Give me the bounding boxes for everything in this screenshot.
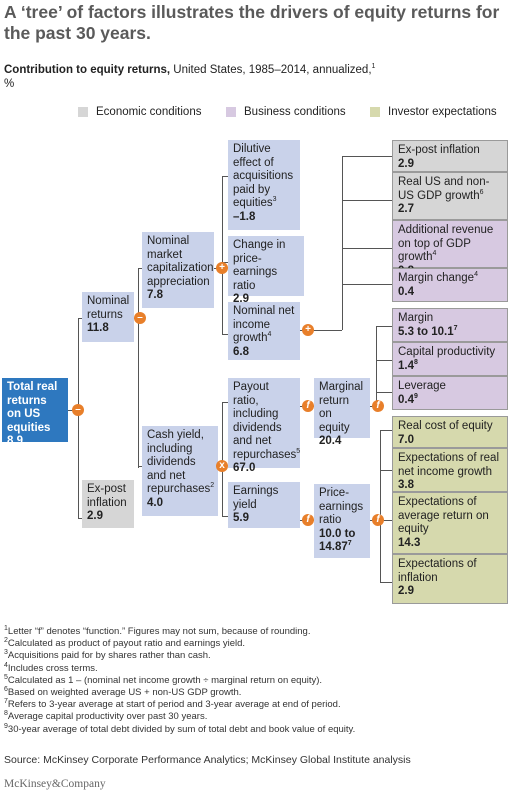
brand-logo: McKinsey&Company — [4, 778, 106, 790]
node-payout-ratio: Payout ratio, including dividends and ne… — [228, 378, 300, 474]
node-nominal-market-cap: Nominal market capitalization appreciati… — [142, 232, 214, 308]
legend-swatch-economic — [78, 107, 88, 117]
legend-swatch-business — [226, 107, 236, 117]
legend-swatch-investor — [370, 107, 380, 117]
footnote: 2Calculated as product of payout ratio a… — [4, 637, 246, 650]
function-operator-icon: f — [302, 514, 314, 526]
node-dilutive-effect: Dilutive effect of acquisitions paid by … — [228, 140, 300, 230]
legend-investor: Investor expectations — [370, 106, 497, 118]
minus-operator-icon: – — [72, 404, 84, 416]
node-cash-yield: Cash yield, including dividends and net … — [142, 426, 218, 516]
page-title: A ‘tree’ of factors illustrates the driv… — [4, 2, 500, 43]
footnote: 3Acquisitions paid for by shares rather … — [4, 649, 211, 662]
footnote: 7Refers to 3-year average at start of pe… — [4, 698, 341, 711]
unit-label: % — [4, 78, 15, 90]
plus-operator-icon: + — [216, 262, 228, 274]
function-operator-icon: f — [302, 400, 314, 412]
chart-subtitle: Contribution to equity returns, United S… — [4, 63, 376, 76]
source-note: Source: McKinsey Corporate Performance A… — [4, 754, 411, 766]
times-operator-icon: x — [216, 460, 228, 472]
footnotes: 1Letter “f” denotes “function.” Figures … — [4, 624, 504, 736]
legend-economic: Economic conditions — [78, 106, 201, 118]
footnote: 6Based on weighted average US + non-US G… — [4, 685, 242, 699]
footnote: 8Average capital productivity over past … — [4, 710, 208, 723]
footnote: 1Letter “f” denotes “function.” Figures … — [4, 624, 311, 637]
function-operator-icon: f — [372, 400, 384, 412]
footnote: 930-year average of total debt divided b… — [4, 722, 356, 735]
footnote: 4Includes cross terms. — [4, 661, 98, 674]
function-operator-icon: f — [372, 514, 384, 526]
footnote: 5Calculated as 1 – (nominal net income g… — [4, 673, 323, 686]
minus-operator-icon: – — [134, 312, 146, 324]
node-exp-roe: Expectations of average return on equity… — [392, 492, 508, 554]
node-additional-revenue: Additional revenue on top of GDP growth4… — [392, 220, 508, 277]
plus-operator-icon: + — [302, 324, 314, 336]
legend-business: Business conditions — [226, 106, 346, 118]
